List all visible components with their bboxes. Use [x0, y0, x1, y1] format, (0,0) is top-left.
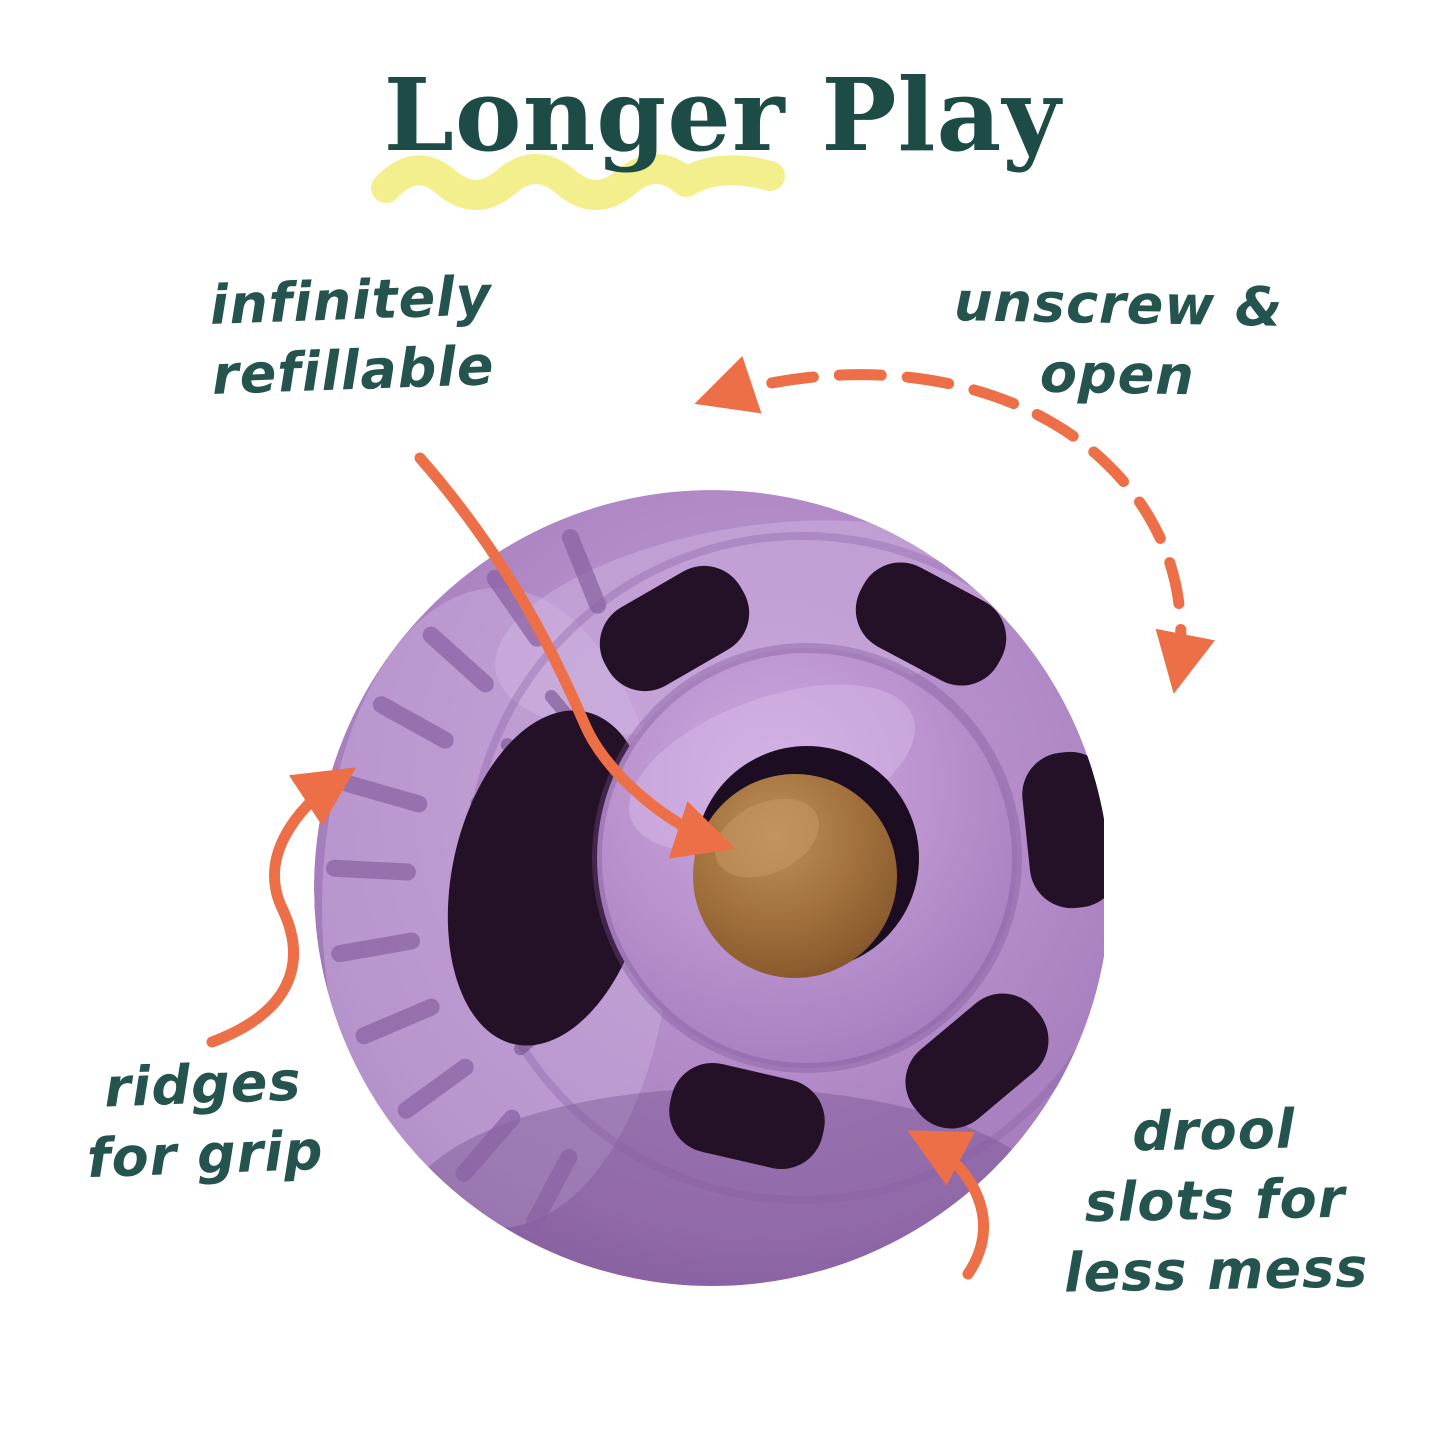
- annotation-line: for grip: [85, 1119, 325, 1191]
- annotation-line: ridges: [103, 1049, 303, 1120]
- page-title: Longer Play: [383, 56, 1062, 174]
- treat-sheen: [715, 798, 819, 878]
- annotation-line: unscrew &: [953, 270, 1284, 339]
- annotation-line: drool: [1131, 1097, 1296, 1164]
- annotation-drool-slots: drool slots for less mess: [1038, 1093, 1392, 1310]
- yellow-highlight-squiggle: [371, 154, 785, 210]
- annotation-line: infinitely: [208, 264, 493, 337]
- annotation-line: slots for: [1084, 1166, 1346, 1235]
- annotation-line: open: [1039, 341, 1196, 408]
- treat-ball-illustration: [314, 490, 1104, 1286]
- annotation-line: less mess: [1063, 1236, 1369, 1306]
- annotation-infinitely-refillable: infinitely refillable: [170, 260, 535, 413]
- annotation-ridges-for-grip: ridges for grip: [42, 1044, 367, 1195]
- annotation-unscrew-open: unscrew & open: [927, 267, 1309, 414]
- annotation-line: refillable: [210, 334, 496, 408]
